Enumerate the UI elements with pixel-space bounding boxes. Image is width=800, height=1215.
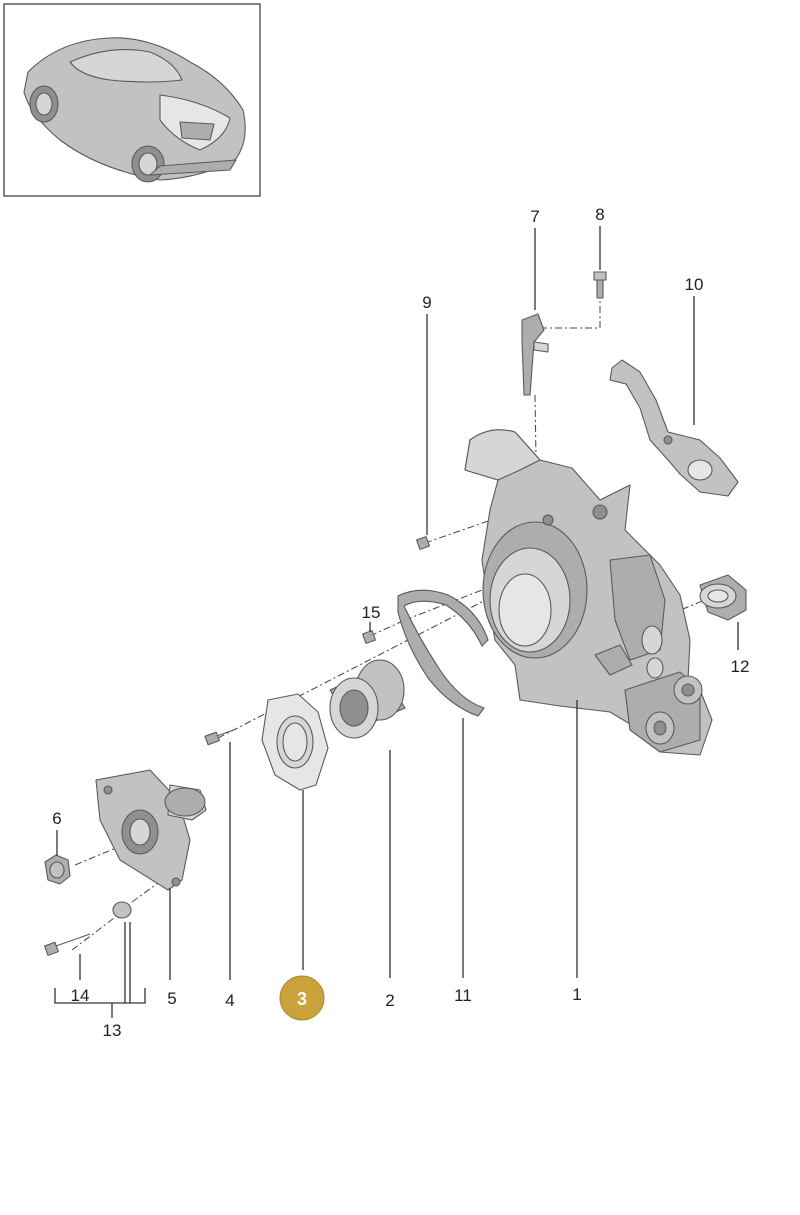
collar-nut <box>44 854 71 885</box>
bolt-4 <box>204 728 237 746</box>
label-9: 9 <box>422 293 431 312</box>
label-7: 7 <box>530 207 539 226</box>
label-11: 11 <box>454 986 472 1005</box>
speed-sensor <box>521 313 549 396</box>
car-silhouette-icon <box>23 37 246 183</box>
dust-shield <box>397 589 489 717</box>
label-6: 6 <box>52 809 61 828</box>
label-leaders <box>54 226 739 1018</box>
wheel-bolt-set <box>44 901 132 956</box>
bracket <box>609 359 739 497</box>
drive-flange <box>95 769 207 891</box>
vehicle-inset <box>3 3 261 197</box>
label-4: 4 <box>225 991 234 1010</box>
bolt-9 <box>416 536 430 550</box>
label-15: 15 <box>362 603 381 622</box>
bushing <box>699 574 747 621</box>
label-2: 2 <box>385 991 394 1010</box>
label-1: 1 <box>572 985 581 1004</box>
label-5: 5 <box>167 989 176 1008</box>
highlight-badge <box>279 975 325 1021</box>
wheel-carrier <box>464 429 713 756</box>
label-8: 8 <box>595 205 604 224</box>
label-14: 14 <box>71 986 90 1005</box>
label-13: 13 <box>103 1021 122 1040</box>
label-10: 10 <box>685 275 704 294</box>
part-labels: 1 2 3 4 5 6 7 8 9 10 11 12 13 14 15 <box>52 205 749 1040</box>
label-3: 3 <box>297 989 307 1009</box>
label-12: 12 <box>731 657 750 676</box>
wheel-bearing <box>329 659 406 739</box>
screw-15 <box>362 630 376 644</box>
cover-gasket <box>261 693 329 791</box>
sensor-bolt <box>593 271 607 299</box>
